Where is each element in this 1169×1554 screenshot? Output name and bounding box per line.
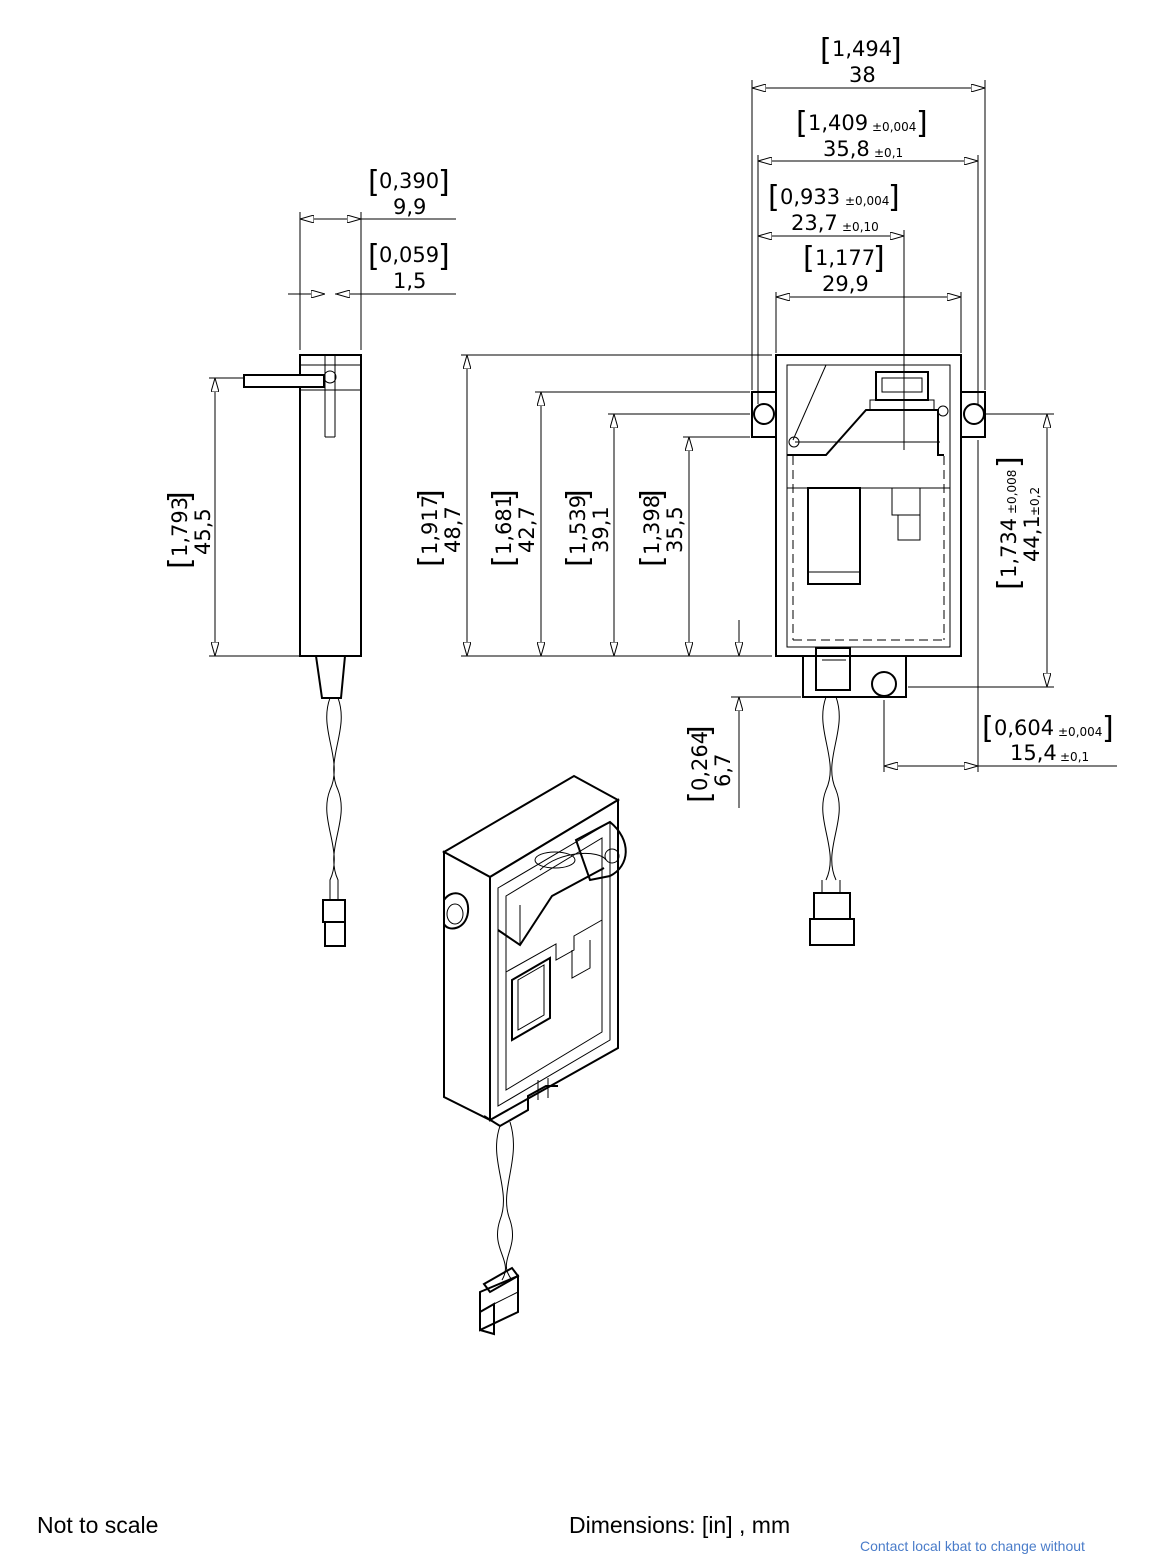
svg-text:]: ] <box>916 106 928 141</box>
hole-to-shaft-in: 0,933 <box>780 185 840 209</box>
svg-text:]: ] <box>873 241 885 276</box>
side-thickness-in: 0,390 <box>379 169 439 193</box>
height-to-hole-in: 1,681 <box>492 495 516 555</box>
svg-text:[: [ <box>796 106 808 141</box>
side-height-mm: 45,5 <box>191 508 215 555</box>
isometric-view <box>441 774 627 1336</box>
svg-text:[: [ <box>368 165 380 200</box>
height-c-mm: 35,5 <box>663 506 687 553</box>
svg-text:]: ] <box>438 165 450 200</box>
bottom-hole-offset-mm: 15,4 <box>1010 741 1057 765</box>
bottom-hole-offset-in-tol: ±0,004 <box>1058 725 1102 739</box>
body-width-mm: 29,9 <box>822 272 869 296</box>
lever-thickness-mm: 1,5 <box>393 269 426 293</box>
svg-text:[: [ <box>635 555 670 567</box>
hole-pitch-mm-tol: ±0,1 <box>874 146 903 160</box>
bottom-tab-mm: 6,7 <box>711 754 735 787</box>
hole-to-shaft-in-tol: ±0,004 <box>845 194 889 208</box>
hole-to-shaft-mm-tol: ±0,10 <box>842 220 879 234</box>
svg-text:]: ] <box>487 489 522 501</box>
front-view-dimensions <box>461 80 1117 808</box>
svg-text:]: ] <box>992 456 1027 468</box>
overall-width-mm: 38 <box>849 63 876 87</box>
svg-text:]: ] <box>561 489 596 501</box>
svg-text:[: [ <box>163 557 198 569</box>
bottom-hole-offset-mm-tol: ±0,1 <box>1060 750 1089 764</box>
hole-spacing-vertical-in-tol: ±0,008 <box>1005 470 1019 514</box>
hole-spacing-vertical-mm-tol: ±0,2 <box>1028 487 1042 516</box>
side-view <box>243 354 362 947</box>
front-view <box>751 354 986 946</box>
height-to-hole-mm: 42,7 <box>515 506 539 553</box>
svg-text:[: [ <box>768 180 780 215</box>
side-thickness-mm: 9,9 <box>393 195 426 219</box>
hole-pitch-in: 1,409 <box>808 111 868 135</box>
body-width-in: 1,177 <box>815 246 875 270</box>
svg-text:[: [ <box>992 578 1027 590</box>
svg-text:]: ] <box>890 33 902 68</box>
hole-spacing-vertical-in: 1,734 <box>997 518 1021 578</box>
svg-text:[: [ <box>683 791 718 803</box>
svg-text:[: [ <box>820 33 832 68</box>
side-view-dimensions <box>209 212 456 657</box>
svg-text:[: [ <box>487 555 522 567</box>
lever-thickness-in: 0,059 <box>379 243 439 267</box>
units-note: Dimensions: [in] , mm <box>569 1512 791 1538</box>
contact-note-link[interactable]: Contact local kbat to change without <box>860 1538 1085 1554</box>
overall-width-in: 1,494 <box>832 37 892 61</box>
svg-text:]: ] <box>438 239 450 274</box>
svg-text:]: ] <box>888 180 900 215</box>
overall-height-in: 1,917 <box>418 495 442 555</box>
height-c-in: 1,398 <box>640 495 664 555</box>
svg-text:]: ] <box>635 489 670 501</box>
hole-to-shaft-mm: 23,7 <box>791 211 838 235</box>
scale-note: Not to scale <box>37 1512 159 1538</box>
side-height-in: 1,793 <box>168 497 192 557</box>
svg-text:[: [ <box>368 239 380 274</box>
height-b-mm: 39,1 <box>589 506 613 553</box>
svg-text:[: [ <box>982 711 994 746</box>
hole-pitch-in-tol: ±0,004 <box>872 120 916 134</box>
hole-spacing-vertical-mm: 44,1 <box>1020 515 1044 562</box>
bottom-hole-offset-in: 0,604 <box>994 716 1054 740</box>
svg-text:]: ] <box>1102 711 1114 746</box>
bottom-tab-in: 0,264 <box>688 731 712 791</box>
svg-text:]: ] <box>413 489 448 501</box>
svg-text:[: [ <box>803 241 815 276</box>
hole-pitch-mm: 35,8 <box>823 137 870 161</box>
overall-height-mm: 48,7 <box>441 506 465 553</box>
svg-text:[: [ <box>413 555 448 567</box>
svg-text:[: [ <box>561 555 596 567</box>
height-b-in: 1,539 <box>566 495 590 555</box>
svg-text:]: ] <box>163 491 198 503</box>
svg-text:]: ] <box>683 725 718 737</box>
